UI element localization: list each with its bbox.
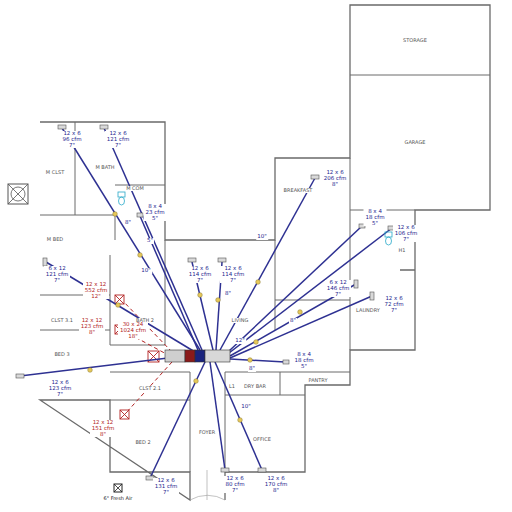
supply-registers xyxy=(16,125,396,480)
door-swing xyxy=(190,470,225,500)
supply-register-label: 8 x 4 18 cfm 5" xyxy=(293,352,316,369)
supply-register-label: 12 x 6 114 cfm 7" xyxy=(187,266,213,283)
duct-size-label: 12" xyxy=(234,338,246,344)
duct-fittings xyxy=(88,212,303,423)
duct-size-label: 10" xyxy=(140,268,152,274)
supply-ducts xyxy=(20,128,392,478)
supply-register-label: 6 x 12 146 cfm 7" xyxy=(325,280,351,297)
room-name: STORAGE xyxy=(402,38,428,43)
supply-register-label: 12 x 6 170 cfm 8" xyxy=(263,476,289,493)
supply-register-label: 12 x 6 121 cfm 7" xyxy=(105,131,131,148)
room-name: M BED xyxy=(46,237,64,242)
supply-register-label: 12 x 6 72 cfm 7" xyxy=(383,296,406,313)
plumbing-fixtures xyxy=(118,192,392,245)
room-name: M CLST xyxy=(45,170,65,175)
room-name: DRY BAR xyxy=(243,384,267,389)
exhaust-fan xyxy=(8,184,28,204)
supply-register-label: 12 x 6 206 cfm 8" xyxy=(322,170,348,187)
room-name: CLST 3.1 xyxy=(50,318,74,323)
air-handler-plenum xyxy=(165,350,230,362)
duct-size-label: 10" xyxy=(256,234,268,240)
duct-size-label: 8" xyxy=(124,220,132,226)
duct-size-label: 8" xyxy=(224,291,232,297)
duct-size-label: 10" xyxy=(240,404,252,410)
supply-register-label: 6 x 12 121 cfm 7" xyxy=(44,266,70,283)
return-grille-label: 12 x 12 552 cfm 12" xyxy=(83,282,109,299)
supply-register-label: 8 x 4 18 cfm 5" xyxy=(364,209,387,226)
return-ducts xyxy=(122,300,172,414)
supply-register-label: 8 x 4 23 cfm 5" xyxy=(144,204,167,221)
room-name: M COM xyxy=(125,186,145,191)
room-name: BED 2 xyxy=(134,440,151,445)
room-name: GARAGE xyxy=(404,140,427,145)
supply-register-label: 12 x 6 123 cfm 7" xyxy=(47,380,73,397)
room-name: FOYER xyxy=(198,430,216,435)
supply-register-label: 12 x 6 80 cfm 7" xyxy=(224,476,247,493)
supply-register-label: 12 x 6 114 cfm 7" xyxy=(220,266,246,283)
walls xyxy=(40,5,490,500)
room-name: H1 xyxy=(398,248,407,253)
outer-wall xyxy=(40,5,490,500)
return-grilles xyxy=(115,295,159,419)
supply-register-label: 12 x 6 96 cfm 7" xyxy=(61,131,84,148)
equipment-label: 6" Fresh Air xyxy=(103,496,134,501)
return-grille-label: 30 x 24 1024 cfm 18" xyxy=(118,322,148,339)
room-name: M BATH xyxy=(94,165,115,170)
room-name: L1 xyxy=(228,384,236,389)
interior-wall xyxy=(40,75,490,472)
room-name: LAUNDRY xyxy=(355,308,381,313)
supply-register-label: 12 x 6 106 cfm 7" xyxy=(393,225,419,242)
duct-size-label: 8" xyxy=(248,366,256,372)
room-name: BREAKFAST xyxy=(283,188,314,193)
room-name: LIVING xyxy=(231,318,250,323)
supply-register-label: 12 x 6 131 cfm 7" xyxy=(153,478,179,495)
room-name: CLST 2.1 xyxy=(138,386,162,391)
duct-size-label: 8" xyxy=(289,318,297,324)
fresh-air-intake xyxy=(114,484,122,492)
room-name: PANTRY xyxy=(307,378,328,383)
return-grille-label: 12 x 12 151 cfm 8" xyxy=(90,420,116,437)
return-grille-label: 12 x 12 123 cfm 8" xyxy=(79,318,105,335)
room-name: OFFICE xyxy=(252,437,272,442)
duct-size-label: 5" xyxy=(146,238,154,244)
room-name: BED 3 xyxy=(53,352,70,357)
